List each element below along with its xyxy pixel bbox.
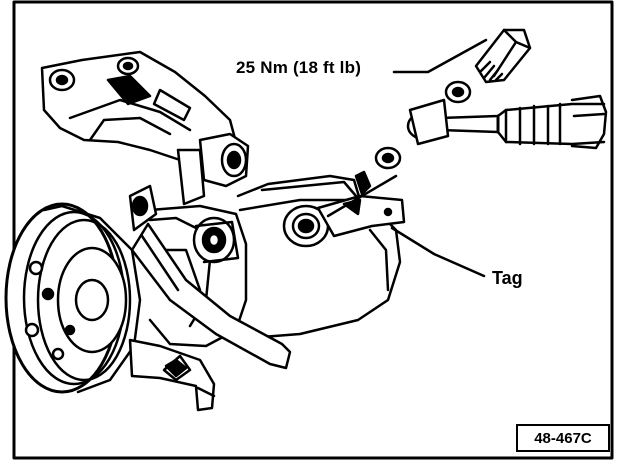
torque-callout: 25 Nm (18 ft lb): [236, 58, 362, 77]
pulley: [4, 202, 142, 394]
banjo-bolt: [474, 28, 532, 84]
torque-leader-line: [392, 38, 488, 74]
hose: [130, 216, 292, 370]
fitting-with-tag: [282, 174, 406, 248]
tag-leader-line: [390, 226, 486, 278]
mounting-bracket: [40, 50, 250, 206]
figure-number-box: 48-467C: [516, 424, 610, 452]
lower-bracket: [128, 338, 216, 412]
tag-callout: Tag: [492, 268, 523, 288]
frame-border: [12, 0, 614, 460]
pressure-line: [408, 94, 608, 150]
